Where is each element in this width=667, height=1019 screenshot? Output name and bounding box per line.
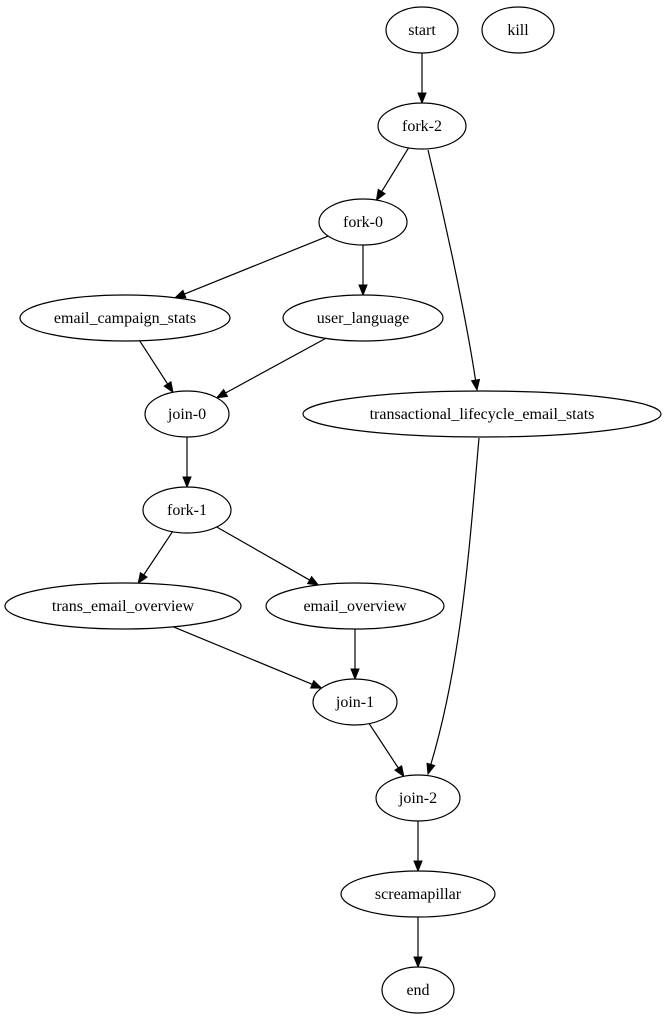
edge-user-language-to-join-0 — [215, 337, 326, 399]
edge-fork-0-to-email-campaign-stats-arrowhead — [173, 289, 187, 299]
edge-fork-2-to-fork-0 — [375, 147, 410, 202]
edge-fork-2-to-transactional-lifecycle-email-stats-line — [427, 149, 477, 381]
node-fork-0-label: fork-0 — [343, 214, 383, 231]
edge-fork-2-to-transactional-lifecycle-email-stats — [427, 149, 481, 392]
node-start-shape — [385, 6, 459, 54]
node-join-1: join-1 — [312, 678, 398, 726]
edge-screamapillar-to-end — [413, 917, 423, 969]
edge-start-to-fork-2 — [417, 53, 427, 105]
node-email-overview-shape — [265, 582, 445, 630]
edge-fork-1-to-trans-email-overview-arrowhead — [137, 571, 148, 585]
edge-transactional-lifecycle-email-stats-to-join-2-arrowhead — [426, 762, 436, 776]
edge-join-2-to-screamapillar-arrowhead — [413, 860, 423, 873]
node-user-language-label: user_language — [317, 310, 409, 327]
edge-join-0-to-fork-1-arrowhead — [182, 476, 192, 489]
edge-fork-2-to-fork-0-arrowhead — [375, 188, 386, 202]
edge-fork-2-to-fork-0-line — [381, 147, 410, 192]
edge-fork-1-to-trans-email-overview-line — [143, 531, 174, 576]
edge-email-campaign-stats-to-join-0-arrowhead — [163, 380, 174, 394]
node-kill: kill — [481, 6, 555, 54]
node-fork-2-label: fork-2 — [402, 118, 442, 135]
edge-join-1-to-join-2-line — [368, 723, 399, 769]
edge-join-0-to-fork-1 — [182, 437, 192, 489]
edge-email-campaign-stats-to-join-0 — [139, 340, 174, 394]
node-trans-email-overview-label: trans_email_overview — [52, 598, 195, 615]
node-email-campaign-stats: email_campaign_stats — [19, 294, 231, 342]
node-transactional-lifecycle-email-stats-label: transactional_lifecycle_email_stats — [370, 406, 595, 423]
edge-transactional-lifecycle-email-stats-to-join-2-line — [430, 437, 480, 765]
node-email-campaign-stats-shape — [19, 294, 231, 342]
edge-fork-2-to-transactional-lifecycle-email-stats-arrowhead — [470, 378, 481, 392]
edge-fork-1-to-email-overview-line — [216, 526, 310, 581]
node-screamapillar: screamapillar — [340, 870, 496, 918]
edge-fork-0-to-user-language — [358, 245, 368, 297]
edge-trans-email-overview-to-join-1-line — [173, 626, 313, 685]
edge-email-overview-to-join-1-arrowhead — [350, 668, 360, 681]
node-end-shape — [381, 966, 455, 1014]
node-screamapillar-shape — [340, 870, 496, 918]
node-join-1-shape — [312, 678, 398, 726]
edge-trans-email-overview-to-join-1-arrowhead — [309, 679, 323, 689]
node-email-overview: email_overview — [265, 582, 445, 630]
node-trans-email-overview-shape — [4, 582, 242, 630]
node-fork-1-label: fork-1 — [167, 502, 207, 519]
node-screamapillar-label: screamapillar — [375, 886, 462, 903]
node-end-label: end — [406, 982, 429, 999]
edge-fork-1-to-email-overview — [216, 526, 320, 586]
node-fork-2: fork-2 — [377, 102, 467, 150]
node-kill-shape — [481, 6, 555, 54]
node-kill-label: kill — [507, 22, 529, 39]
nodes-layer: start kill fork-2 fork-0 email_campaign_stat… — [4, 6, 662, 1014]
node-join-2-label: join-2 — [398, 790, 437, 807]
edge-screamapillar-to-end-arrowhead — [413, 956, 423, 969]
edge-user-language-to-join-0-arrowhead — [215, 388, 229, 399]
node-join-1-label: join-1 — [335, 694, 374, 711]
node-fork-0-shape — [318, 198, 408, 246]
node-user-language-shape — [282, 294, 444, 342]
edge-fork-0-to-email-campaign-stats-line — [184, 235, 329, 295]
node-end: end — [381, 966, 455, 1014]
node-fork-2-shape — [377, 102, 467, 150]
node-transactional-lifecycle-email-stats-shape — [302, 390, 662, 438]
node-fork-1-shape — [142, 486, 232, 534]
node-email-overview-label: email_overview — [303, 598, 407, 615]
edge-fork-1-to-trans-email-overview — [137, 531, 174, 585]
edge-join-1-to-join-2 — [368, 723, 405, 778]
node-fork-1: fork-1 — [142, 486, 232, 534]
node-join-0-shape — [144, 390, 230, 438]
node-email-campaign-stats-label: email_campaign_stats — [54, 310, 196, 327]
node-transactional-lifecycle-email-stats: transactional_lifecycle_email_stats — [302, 390, 662, 438]
edge-email-campaign-stats-to-join-0-line — [139, 340, 169, 385]
edges-layer — [137, 53, 481, 969]
edge-transactional-lifecycle-email-stats-to-join-2 — [426, 437, 480, 776]
edge-fork-0-to-email-campaign-stats — [173, 235, 329, 299]
node-join-2-shape — [375, 774, 461, 822]
node-start: start — [385, 6, 459, 54]
edge-user-language-to-join-0-line — [225, 337, 326, 394]
edge-email-overview-to-join-1 — [350, 629, 360, 681]
edge-join-2-to-screamapillar — [413, 821, 423, 873]
edge-start-to-fork-2-arrowhead — [417, 92, 427, 105]
node-user-language: user_language — [282, 294, 444, 342]
node-start-label: start — [408, 22, 436, 39]
edge-trans-email-overview-to-join-1 — [173, 626, 323, 689]
node-join-0: join-0 — [144, 390, 230, 438]
node-join-0-label: join-0 — [167, 406, 206, 423]
node-trans-email-overview: trans_email_overview — [4, 582, 242, 630]
node-fork-0: fork-0 — [318, 198, 408, 246]
node-join-2: join-2 — [375, 774, 461, 822]
edge-fork-1-to-email-overview-arrowhead — [306, 575, 320, 586]
edge-join-1-to-join-2-arrowhead — [394, 764, 405, 778]
edge-fork-0-to-user-language-arrowhead — [358, 284, 368, 297]
